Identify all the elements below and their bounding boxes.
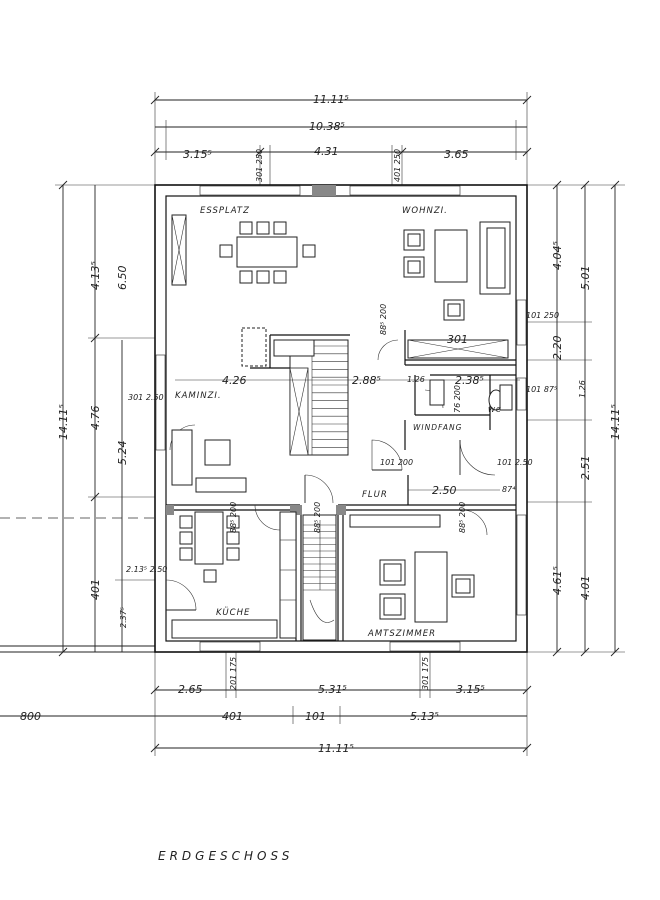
dimension-lines — [0, 92, 625, 756]
dim-bottom-f: 5.13⁵ — [410, 710, 439, 723]
doors — [165, 339, 496, 611]
dim-top-b: 4.31 — [314, 145, 339, 158]
room-label-wc: WC — [488, 406, 502, 414]
dim-int-250: 2.50 — [432, 484, 457, 497]
dim-int-2885: 2.88⁵ — [352, 374, 381, 387]
dim-bottom-b: 5.31⁵ — [318, 683, 347, 696]
dim-door-8: 76 200 — [453, 385, 462, 413]
dim-left-c: 4.76 — [89, 406, 102, 431]
dim-left-b: 6.50 — [116, 266, 129, 291]
dim-int-301: 301 — [447, 333, 468, 346]
dim-bottom-c: 3.15⁵ — [456, 683, 485, 696]
dim-left-e: 401 — [89, 579, 102, 600]
dim-bottom-a: 2.65 — [178, 683, 203, 696]
room-labels: ESSPLATZ WOHNZI. KAMINZI. KÜCHE FLUR WIN… — [175, 206, 502, 639]
dim-top-inner: 10.38⁵ — [309, 120, 345, 133]
room-label-flur: FLUR — [362, 490, 388, 500]
room-label-essplatz: ESSPLATZ — [200, 206, 250, 216]
dim-int-126: 1.26 — [407, 375, 425, 384]
drawing-title: ERDGESCHOSS — [158, 849, 293, 863]
room-label-amtszimmer: AMTSZIMMER — [367, 629, 436, 639]
staircase — [289, 339, 349, 641]
dim-left-f: 2.37⁵ — [119, 607, 128, 628]
dim-int-2385: 2.38⁵ — [455, 374, 484, 387]
dim-door-6: 88⁵ 200 — [458, 502, 467, 533]
dim-left-a: 4.13⁵ — [89, 261, 102, 290]
dim-door-3: 88⁵ 200 — [379, 304, 388, 335]
dim-bottom-total: 11.11⁵ — [318, 742, 354, 755]
room-label-wohnzi: WOHNZI. — [402, 206, 448, 216]
dim-right-b: 5.01 — [579, 266, 592, 291]
dim-left-total: 14.11⁵ — [57, 404, 70, 440]
dim-door-4: 88⁵ 200 — [229, 502, 238, 533]
dim-int-426: 4.26 — [222, 374, 247, 387]
dim-right-g: 4.01 — [579, 576, 592, 601]
dim-door-1: 101 200 — [380, 458, 413, 467]
dim-right-e: 2.51 — [579, 456, 592, 481]
room-label-kuche: KÜCHE — [216, 607, 250, 618]
dim-left-outer: 800 — [20, 710, 41, 723]
dim-bottom-win2: 301 175 — [421, 657, 430, 690]
dim-bottom-d: 401 — [222, 710, 243, 723]
dim-top-win1: 301 250 — [255, 149, 264, 182]
dim-top-total: 11.11⁵ — [313, 93, 349, 106]
dim-top-win2: 401 250 — [393, 149, 402, 182]
dim-door-5: 88⁵ 200 — [313, 502, 322, 533]
room-label-windfang: WINDFANG — [413, 423, 462, 432]
dim-left-d: 5.24 — [116, 441, 129, 466]
furniture — [171, 214, 513, 639]
dim-right-win1: 101 250 — [526, 311, 559, 320]
dim-right-a: 4.04⁵ — [551, 241, 564, 270]
room-label-kaminzi: KAMINZI. — [175, 391, 222, 401]
dim-top-c: 3.65 — [444, 148, 469, 161]
dim-int-874: 87⁴ — [502, 485, 516, 494]
dim-left-win1: 301 2.50 — [128, 393, 164, 402]
dim-left-win2: 2.13⁵ 2.50 — [126, 565, 167, 574]
dim-bottom-win1: 201 175 — [229, 657, 238, 690]
dim-top-a: 3.15⁵ — [183, 148, 212, 161]
dim-right-f: 4.61⁵ — [551, 566, 564, 595]
dim-right-win2: 101 87⁵ — [526, 385, 557, 394]
dim-bottom-e: 101 — [305, 710, 326, 723]
dim-right-d: 1.26 — [578, 380, 587, 398]
dim-right-total: 14.11⁵ — [609, 404, 622, 440]
dim-door-2: 101 2.50 — [497, 458, 533, 467]
dimension-labels: 11.11⁵ 10.38⁵ 3.15⁵ 4.31 3.65 301 250 40… — [20, 93, 622, 755]
dim-right-c: 2.20 — [551, 336, 564, 361]
